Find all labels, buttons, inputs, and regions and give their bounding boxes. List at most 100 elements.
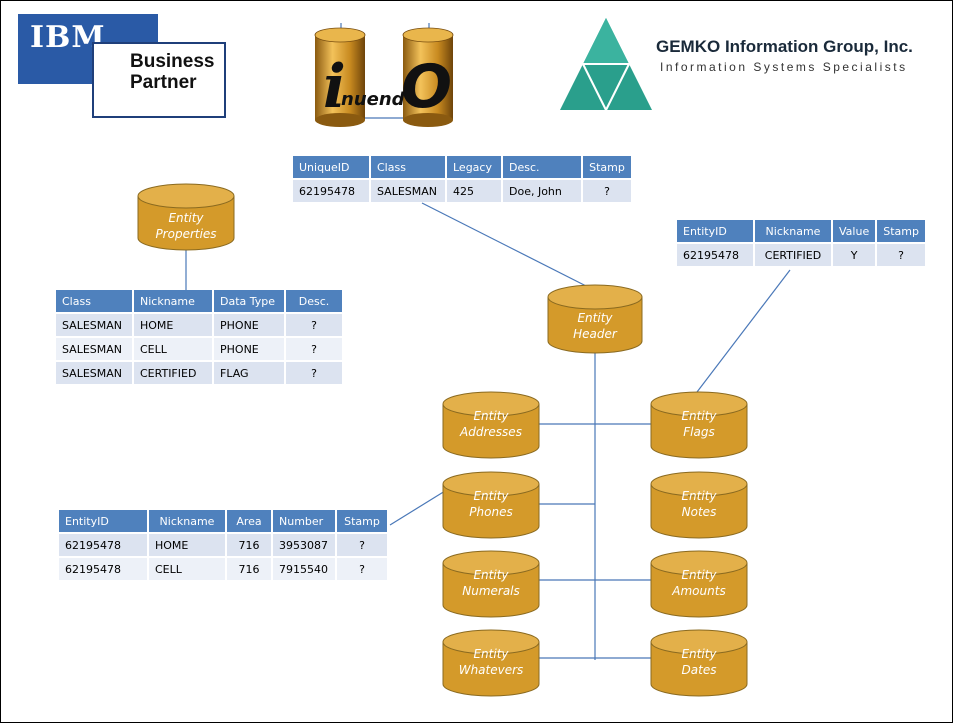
column-header: EntityID bbox=[677, 220, 753, 242]
cylinder-entity-phones bbox=[442, 471, 540, 539]
table-cell: ? bbox=[286, 362, 342, 384]
cylinder-entity-addresses bbox=[442, 391, 540, 459]
label-line: Entity bbox=[473, 647, 509, 661]
entity-phones-table: EntityID Nickname Area Number Stamp 6219… bbox=[57, 508, 389, 582]
table-cell: PHONE bbox=[214, 338, 284, 360]
label-line: Properties bbox=[155, 227, 217, 241]
table-cell: PHONE bbox=[214, 314, 284, 336]
business-partner-text: Business Partner bbox=[130, 51, 214, 93]
table-cell: CELL bbox=[149, 558, 225, 580]
label-line: Flags bbox=[683, 425, 715, 439]
table-cell: Y bbox=[833, 244, 876, 266]
label-line: Entity bbox=[681, 489, 717, 503]
cylinder-entity-flags bbox=[650, 391, 748, 459]
cylinder-label-whatevers: Entity Whatevers bbox=[443, 646, 539, 678]
cylinder-entity-numerals bbox=[442, 550, 540, 618]
label-line: Entity bbox=[681, 647, 717, 661]
table-row: SALESMAN CELL PHONE ? bbox=[56, 338, 342, 360]
table-cell: SALESMAN bbox=[56, 314, 132, 336]
gemko-subtitle: Information Systems Specialists bbox=[660, 60, 908, 74]
column-header: Nickname bbox=[134, 290, 212, 312]
entity-properties-table: Class Nickname Data Type Desc. SALESMAN … bbox=[54, 288, 344, 386]
cylinder-entity-whatevers bbox=[442, 629, 540, 697]
column-header: Stamp bbox=[337, 510, 387, 532]
table-cell: SALESMAN bbox=[371, 180, 445, 202]
table-row: 62195478 CELL 716 7915540 ? bbox=[59, 558, 387, 580]
label-line: Header bbox=[573, 327, 617, 341]
table-row: 62195478 SALESMAN 425 Doe, John ? bbox=[293, 180, 631, 202]
column-header: Stamp bbox=[583, 156, 631, 178]
label-line: Dates bbox=[681, 663, 717, 677]
table-cell: 62195478 bbox=[59, 534, 147, 556]
cylinder-entity-dates bbox=[650, 629, 748, 697]
inuendo-letter-i: i bbox=[323, 52, 346, 122]
table-row: SALESMAN HOME PHONE ? bbox=[56, 314, 342, 336]
table-cell: ? bbox=[337, 558, 387, 580]
label-line: Entity bbox=[473, 568, 509, 582]
gemko-title: GEMKO Information Group, Inc. bbox=[656, 37, 913, 56]
column-header: Nickname bbox=[755, 220, 831, 242]
table-cell: 62195478 bbox=[677, 244, 753, 266]
column-header: Class bbox=[56, 290, 132, 312]
label-line: Entity bbox=[681, 409, 717, 423]
table-cell: CERTIFIED bbox=[134, 362, 212, 384]
column-header: Value bbox=[833, 220, 876, 242]
table-cell: FLAG bbox=[214, 362, 284, 384]
cylinder-label-dates: Entity Dates bbox=[651, 646, 747, 678]
cylinder-entity-properties bbox=[137, 183, 235, 251]
table-row: SALESMAN CERTIFIED FLAG ? bbox=[56, 362, 342, 384]
cylinder-label-addresses: Entity Addresses bbox=[443, 408, 539, 440]
table-cell: HOME bbox=[149, 534, 225, 556]
cylinder-entity-header bbox=[547, 284, 643, 354]
label-line: Entity bbox=[577, 311, 613, 325]
business-partner-box bbox=[92, 42, 226, 118]
cylinder-label-numerals: Entity Numerals bbox=[443, 567, 539, 599]
table-row: 62195478 HOME 716 3953087 ? bbox=[59, 534, 387, 556]
cylinder-entity-notes bbox=[650, 471, 748, 539]
column-header: Stamp bbox=[877, 220, 925, 242]
label-line: Notes bbox=[681, 505, 717, 519]
table-cell: SALESMAN bbox=[56, 362, 132, 384]
table-cell: 425 bbox=[447, 180, 501, 202]
cylinder-label-amounts: Entity Amounts bbox=[651, 567, 747, 599]
table-cell: 3953087 bbox=[273, 534, 335, 556]
table-cell: SALESMAN bbox=[56, 338, 132, 360]
table-cell: ? bbox=[877, 244, 925, 266]
table-cell: ? bbox=[337, 534, 387, 556]
label-line: Amounts bbox=[672, 584, 726, 598]
table-cell: 716 bbox=[227, 534, 271, 556]
table-cell: 62195478 bbox=[293, 180, 369, 202]
cylinder-label-notes: Entity Notes bbox=[651, 488, 747, 520]
inuendo-middle: nuend bbox=[341, 89, 406, 110]
table-cell: 7915540 bbox=[273, 558, 335, 580]
column-header: Class bbox=[371, 156, 445, 178]
column-header: Data Type bbox=[214, 290, 284, 312]
column-header: Desc. bbox=[286, 290, 342, 312]
column-header: EntityID bbox=[59, 510, 147, 532]
column-header: Nickname bbox=[149, 510, 225, 532]
table-cell: 62195478 bbox=[59, 558, 147, 580]
label-line: Entity bbox=[473, 409, 509, 423]
label-line: Entity bbox=[168, 211, 204, 225]
cylinder-label-properties: Entity Properties bbox=[138, 210, 234, 242]
business-word: Business bbox=[130, 51, 215, 72]
label-line: Numerals bbox=[462, 584, 520, 598]
column-header: Desc. bbox=[503, 156, 581, 178]
table-cell: CELL bbox=[134, 338, 212, 360]
table-cell: ? bbox=[583, 180, 631, 202]
column-header: Number bbox=[273, 510, 335, 532]
table-row: 62195478 CERTIFIED Y ? bbox=[677, 244, 925, 266]
column-header: UniqueID bbox=[293, 156, 369, 178]
cylinder-label-phones: Entity Phones bbox=[443, 488, 539, 520]
table-cell: HOME bbox=[134, 314, 212, 336]
table-cell: ? bbox=[286, 314, 342, 336]
cylinder-entity-amounts bbox=[650, 550, 748, 618]
label-line: Whatevers bbox=[458, 663, 524, 677]
partner-word: Partner bbox=[130, 72, 197, 93]
inuendo-logo: i nuend O bbox=[314, 23, 454, 127]
column-header: Legacy bbox=[447, 156, 501, 178]
label-line: Addresses bbox=[460, 425, 522, 439]
label-line: Entity bbox=[473, 489, 509, 503]
entity-flags-table: EntityID Nickname Value Stamp 62195478 C… bbox=[675, 218, 927, 268]
